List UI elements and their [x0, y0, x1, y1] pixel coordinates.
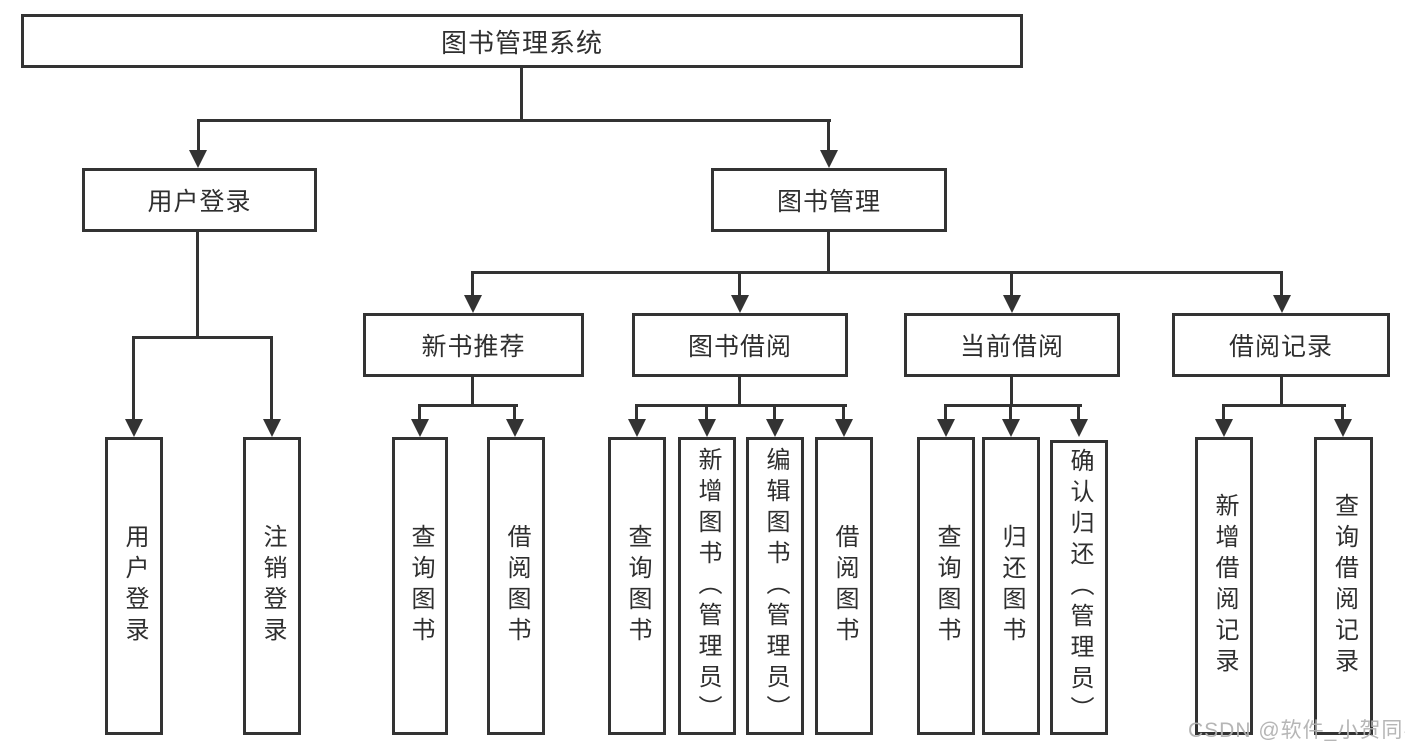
node-leaf-user-login: 用户登录 [105, 437, 163, 735]
connector-root-stub [520, 68, 523, 121]
node-current-borrowing: 当前借阅 [904, 313, 1120, 377]
connector-bb-borrow-stem [842, 404, 845, 421]
arrow-to-bb-add [698, 419, 716, 437]
arrow-to-cb-confirm [1070, 419, 1088, 437]
node-bb-edit-book-admin: 编辑图书（管理员） [746, 437, 804, 735]
node-cb-query-book: 查询图书 [917, 437, 975, 735]
node-book-borrowing: 图书借阅 [632, 313, 848, 377]
arrow-to-nbr-borrow [506, 419, 524, 437]
arrow-to-leaf-user-login [125, 419, 143, 437]
arrow-to-br-query [1334, 419, 1352, 437]
arrow-to-current-borrow [1003, 295, 1021, 313]
connector-bb-rail [635, 404, 847, 407]
connector-cb-query-stem [944, 404, 947, 421]
connector-current-borrow-stem [1010, 271, 1013, 297]
node-nbr-query-book: 查询图书 [392, 437, 448, 735]
connector-new-book-rec-stem [471, 271, 474, 297]
connector-book-mgmt-stem [827, 119, 830, 151]
node-br-add-record: 新增借阅记录 [1195, 437, 1253, 735]
connector-level2-rail [197, 119, 831, 122]
connector-leaf-user-login-stem [132, 336, 135, 420]
connector-user-login-down [196, 232, 199, 339]
connector-nbr-query-stem [418, 404, 421, 421]
arrow-to-user-login [189, 150, 207, 168]
connector-user-login-stem [197, 119, 200, 151]
connector-nbr-down [471, 377, 474, 406]
node-new-book-recommend: 新书推荐 [363, 313, 584, 377]
connector-cb-down [1010, 377, 1013, 406]
arrow-to-leaf-logout [263, 419, 281, 437]
connector-book-mgmt-down [827, 232, 830, 274]
arrow-to-bb-edit [766, 419, 784, 437]
connector-book-borrow-stem [738, 271, 741, 297]
connector-level3-rail [471, 271, 1283, 274]
arrow-to-cb-return [1002, 419, 1020, 437]
arrow-to-book-mgmt [820, 150, 838, 168]
node-cb-return-book: 归还图书 [982, 437, 1040, 735]
node-nbr-borrow-book: 借阅图书 [487, 437, 545, 735]
csdn-watermark: CSDN @软件_小贺同学 [1188, 719, 1405, 742]
connector-br-query-stem [1341, 404, 1344, 421]
connector-nbr-rail [418, 404, 518, 407]
node-bb-borrow-book: 借阅图书 [815, 437, 873, 735]
connector-user-login-rail [132, 336, 273, 339]
node-bb-add-book-admin: 新增图书（管理员） [678, 437, 736, 735]
connector-cb-return-stem [1009, 404, 1012, 421]
connector-cb-rail [944, 404, 1082, 407]
connector-bb-query-stem [635, 404, 638, 421]
connector-br-rail [1222, 404, 1346, 407]
node-cb-confirm-return-admin: 确认归还（管理员） [1050, 440, 1108, 735]
arrow-to-bb-query [628, 419, 646, 437]
connector-br-down [1280, 377, 1283, 406]
connector-bb-down [738, 377, 741, 406]
arrow-to-borrow-records [1273, 295, 1291, 313]
node-bb-query-book: 查询图书 [608, 437, 666, 735]
node-leaf-logout: 注销登录 [243, 437, 301, 735]
connector-leaf-logout-stem [270, 336, 273, 420]
connector-bb-edit-stem [773, 404, 776, 421]
arrow-to-nbr-query [411, 419, 429, 437]
connector-borrow-records-stem [1280, 271, 1283, 297]
connector-cb-confirm-stem [1077, 404, 1080, 421]
connector-br-add-stem [1222, 404, 1225, 421]
node-borrowing-records: 借阅记录 [1172, 313, 1390, 377]
connector-nbr-borrow-stem [513, 404, 516, 421]
arrow-to-new-book-rec [464, 295, 482, 313]
arrow-to-bb-borrow [835, 419, 853, 437]
arrow-to-book-borrow [731, 295, 749, 313]
node-br-query-record: 查询借阅记录 [1314, 437, 1373, 735]
connector-bb-add-stem [705, 404, 708, 421]
node-book-management: 图书管理 [711, 168, 947, 232]
arrow-to-cb-query [937, 419, 955, 437]
node-user-login: 用户登录 [82, 168, 317, 232]
node-library-management-system: 图书管理系统 [21, 14, 1023, 68]
arrow-to-br-add [1215, 419, 1233, 437]
